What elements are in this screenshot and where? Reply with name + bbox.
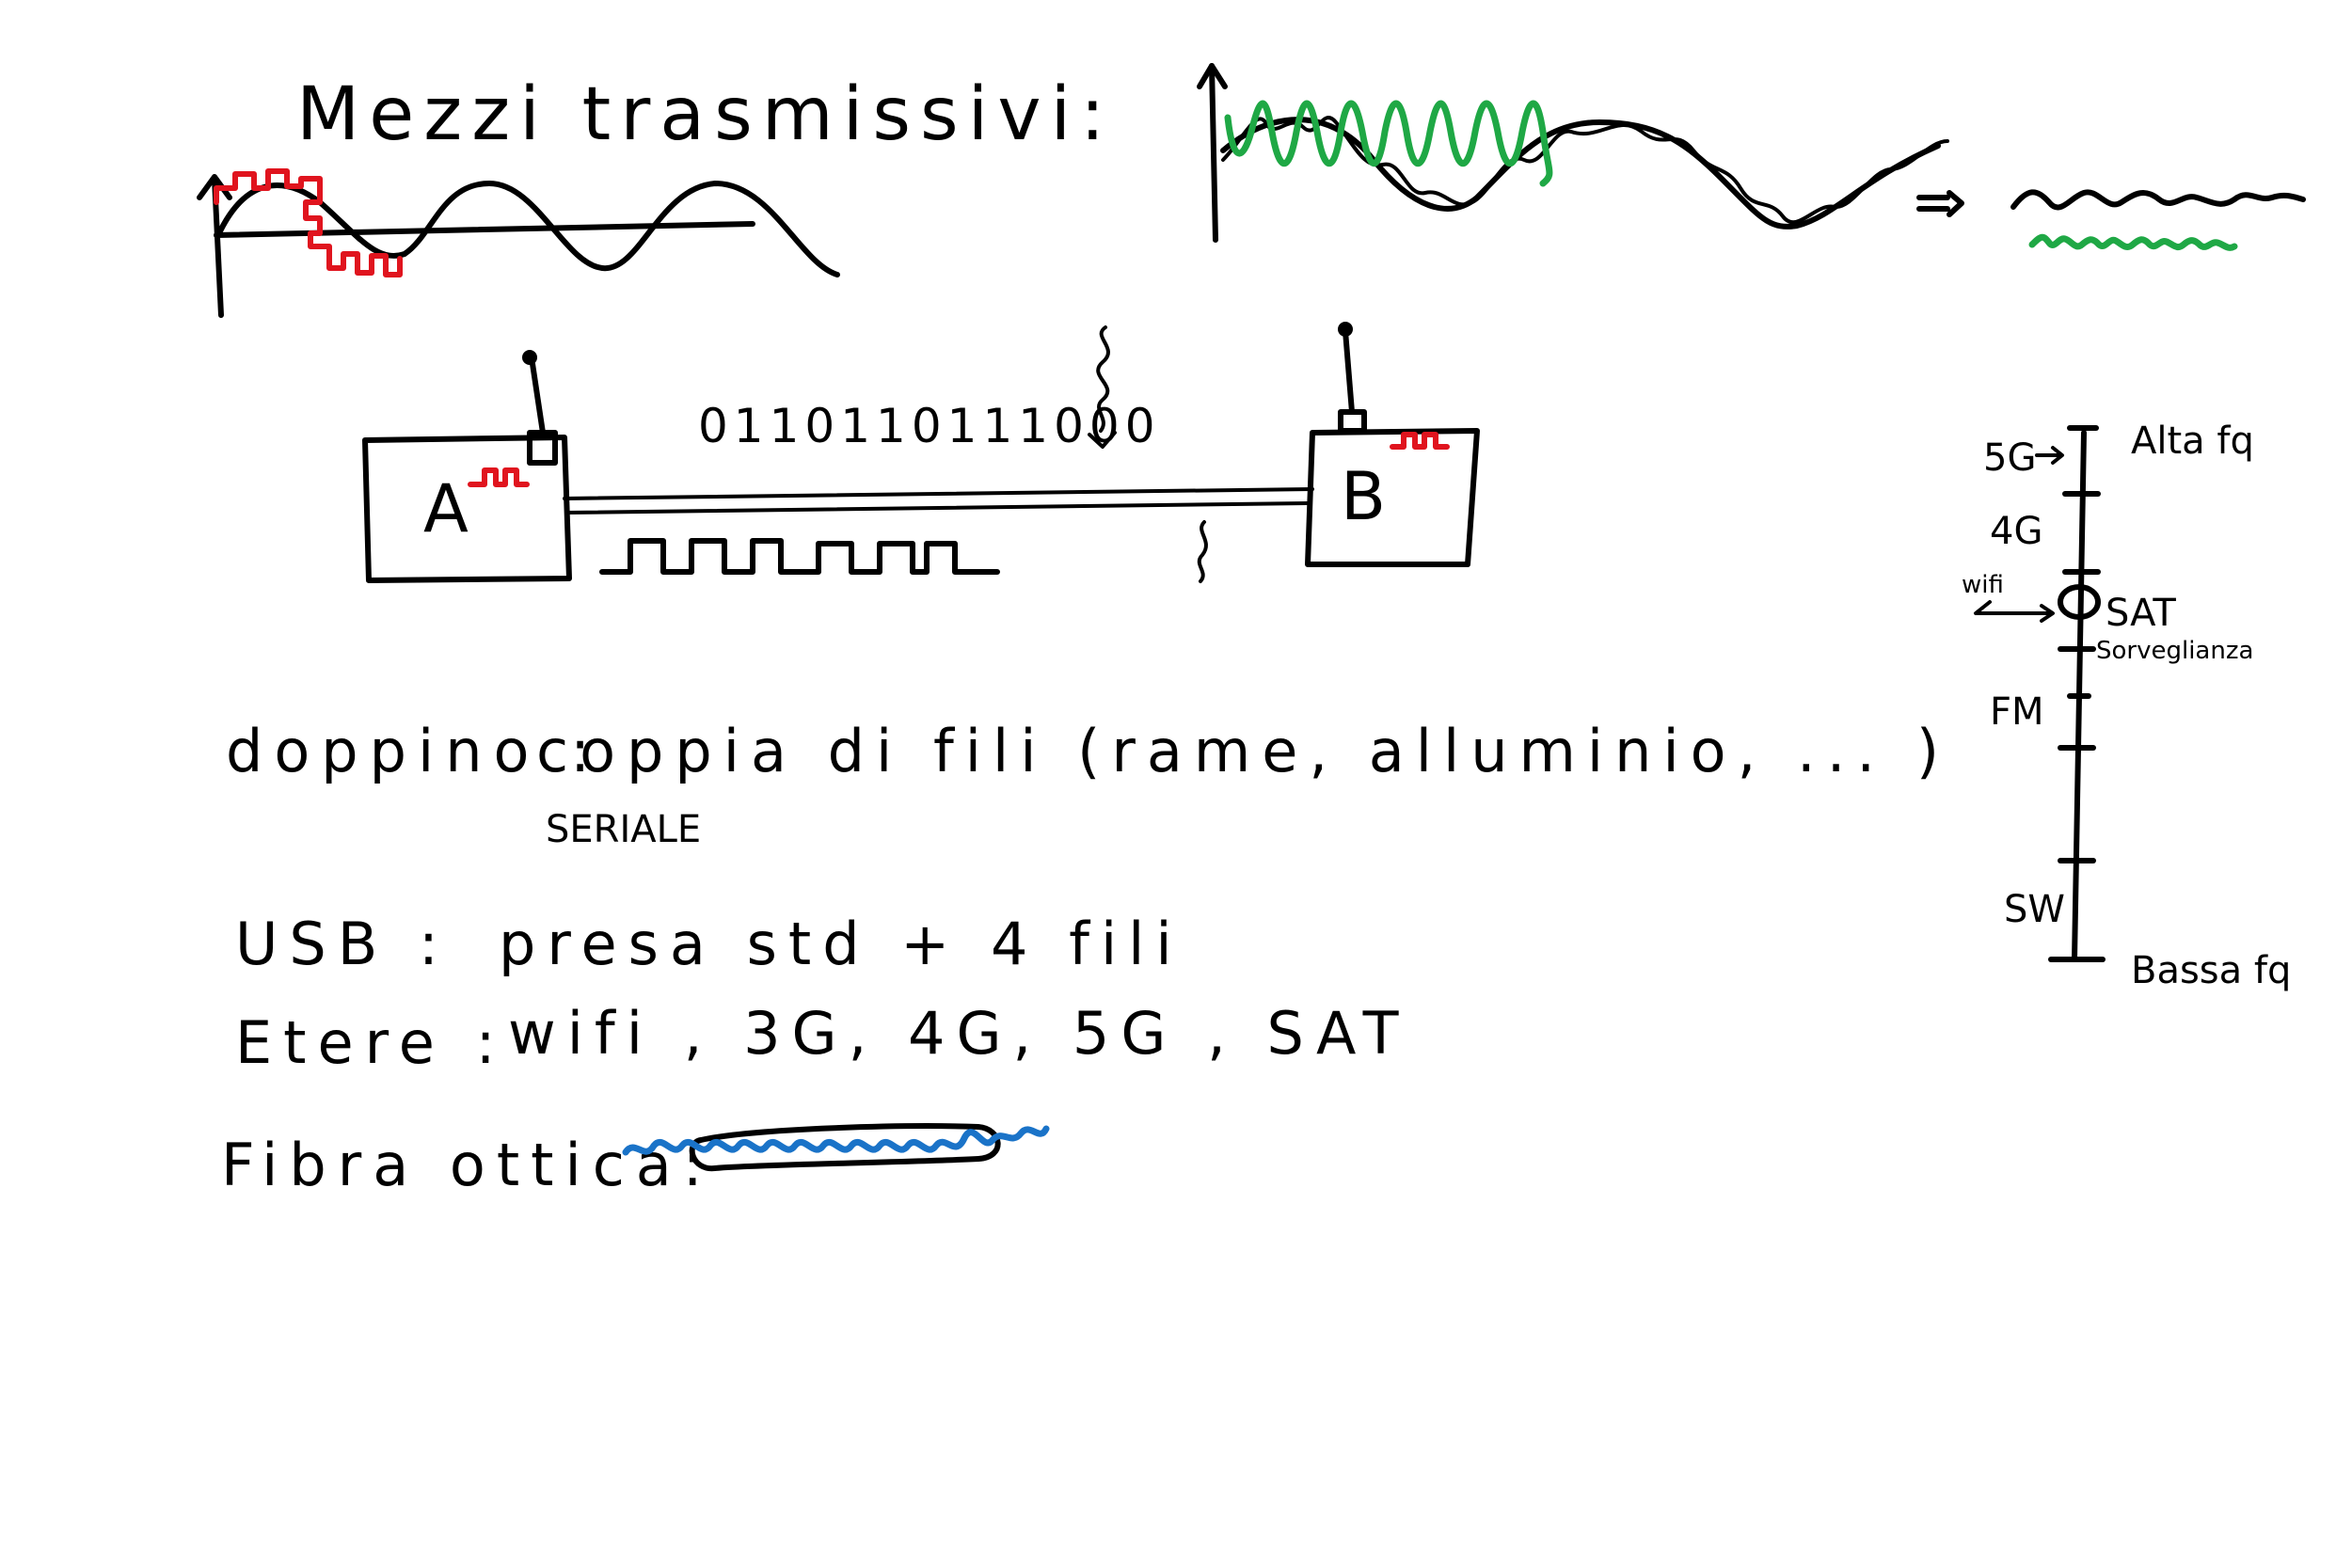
node-a-antenna-tip (522, 350, 537, 365)
media-desc-usb: presa std + 4 fili (499, 910, 1184, 978)
wifi-band-marker (2058, 584, 2101, 620)
media-note-seriale: SERIALE (546, 808, 701, 851)
implies-arrow (1916, 190, 1964, 217)
media-desc-doppino: coppia di fili (rame, alluminio, ... ) (536, 717, 1950, 785)
band-5g-arrow (2035, 446, 2064, 465)
node-b-antenna-tip (1338, 322, 1353, 337)
optical-fiber-cable (689, 1123, 1001, 1172)
wired-link-diagram: A B 0110110111000 (362, 322, 1480, 583)
separated-noise (2028, 233, 2238, 251)
interference-squiggle (1096, 325, 1110, 433)
interference-arrowhead (1088, 431, 1117, 449)
carrier-wave-diagram (197, 168, 840, 318)
node-b-label: B (1341, 458, 1386, 535)
node-b-antenna-base (1338, 409, 1367, 434)
spectrum-bottom-label: Bassa fq (2131, 949, 2291, 992)
cable-top-line (563, 487, 1314, 500)
media-label-fibra: Fibra ottica: (221, 1131, 714, 1199)
node-a-antenna-base (527, 430, 558, 466)
node-b-digital-signal (1390, 432, 1450, 450)
node-b-antenna (1343, 328, 1355, 415)
x-axis (214, 221, 755, 238)
band-label-4g: 4G (1990, 510, 2042, 553)
node-a-digital-signal (468, 467, 530, 487)
y-axis (1209, 63, 1218, 243)
band-label-fm: FM (1990, 690, 2044, 734)
spectrum-top-label: Alta fq (2131, 420, 2254, 463)
band-label-sat: SAT (2106, 592, 2176, 635)
band-label-5g: 5G (1983, 436, 2036, 480)
media-label-usb: USB : (235, 910, 450, 978)
band-label-sw: SW (2004, 888, 2065, 931)
band-wifi-arrow (1974, 600, 2055, 623)
cable-bottom-line (564, 501, 1310, 515)
clean-signal-result (2010, 189, 2306, 211)
media-desc-etere: wifi , 3G, 4G, 5G , SAT (508, 999, 1410, 1068)
node-a-label: A (423, 470, 469, 547)
noisy-signal-line (1221, 116, 1949, 225)
band-label-wifi: wifi (1962, 571, 2004, 599)
interference-squiggle-lower (1197, 520, 1208, 583)
light-signal-wave (622, 1125, 1050, 1156)
digital-square-signal (214, 168, 403, 277)
y-axis-arrowhead (1197, 63, 1228, 89)
frequency-spectrum-scale: Alta fq Bassa fq 5G 4G wifi SAT Sorvegli… (1962, 420, 2291, 992)
node-a-antenna (529, 355, 546, 436)
node-a-box (362, 435, 572, 583)
wire-square-signal (599, 538, 1000, 575)
node-b-box (1305, 428, 1480, 567)
noise-wave (1224, 100, 1553, 187)
media-list: doppino : coppia di fili (rame, allumini… (221, 717, 1950, 1199)
bitstream-label: 0110110111000 (698, 399, 1161, 453)
signal-line (1220, 117, 1941, 230)
noisy-signal-diagram (1197, 63, 2306, 251)
page-title: Mezzi trasmissivi: (296, 72, 1114, 157)
media-label-etere: Etere : (235, 1008, 507, 1077)
band-label-surveillance: Sorveglianza (2096, 637, 2253, 665)
media-label-doppino: doppino : (226, 717, 601, 785)
